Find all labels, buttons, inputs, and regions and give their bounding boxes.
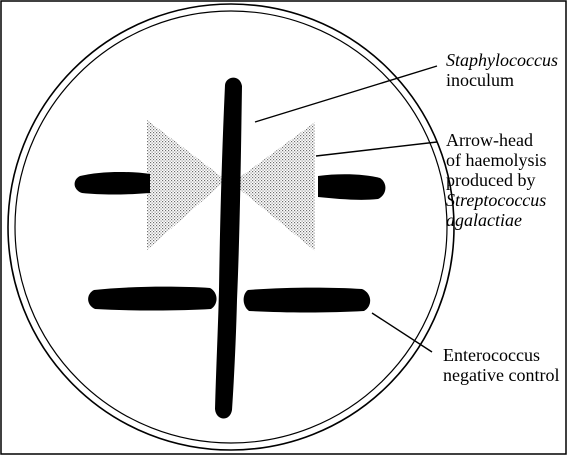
enterococcus-streak-right bbox=[244, 288, 371, 313]
arrowhead-label-line5: agalactiae bbox=[446, 210, 522, 230]
arrowhead-label-line4: Streptococcus bbox=[446, 190, 546, 210]
arrowhead-label-line2: of haemolysis bbox=[446, 150, 547, 170]
enterococcus-label-line1: Enterococcus bbox=[443, 345, 540, 365]
streptococcus-streak-left bbox=[75, 172, 150, 195]
arrowhead-label-line1: Arrow-head bbox=[446, 130, 533, 150]
arrowhead-label-line3: produced by bbox=[446, 170, 535, 190]
enterococcus-label-line2: negative control bbox=[443, 365, 559, 385]
enterococcus-streak-left bbox=[88, 287, 216, 311]
staphylococcus-label-line1: Staphylococcus bbox=[446, 50, 558, 70]
staphylococcus-label-line2: inoculum bbox=[446, 70, 514, 90]
streptococcus-streak-right bbox=[318, 174, 385, 200]
